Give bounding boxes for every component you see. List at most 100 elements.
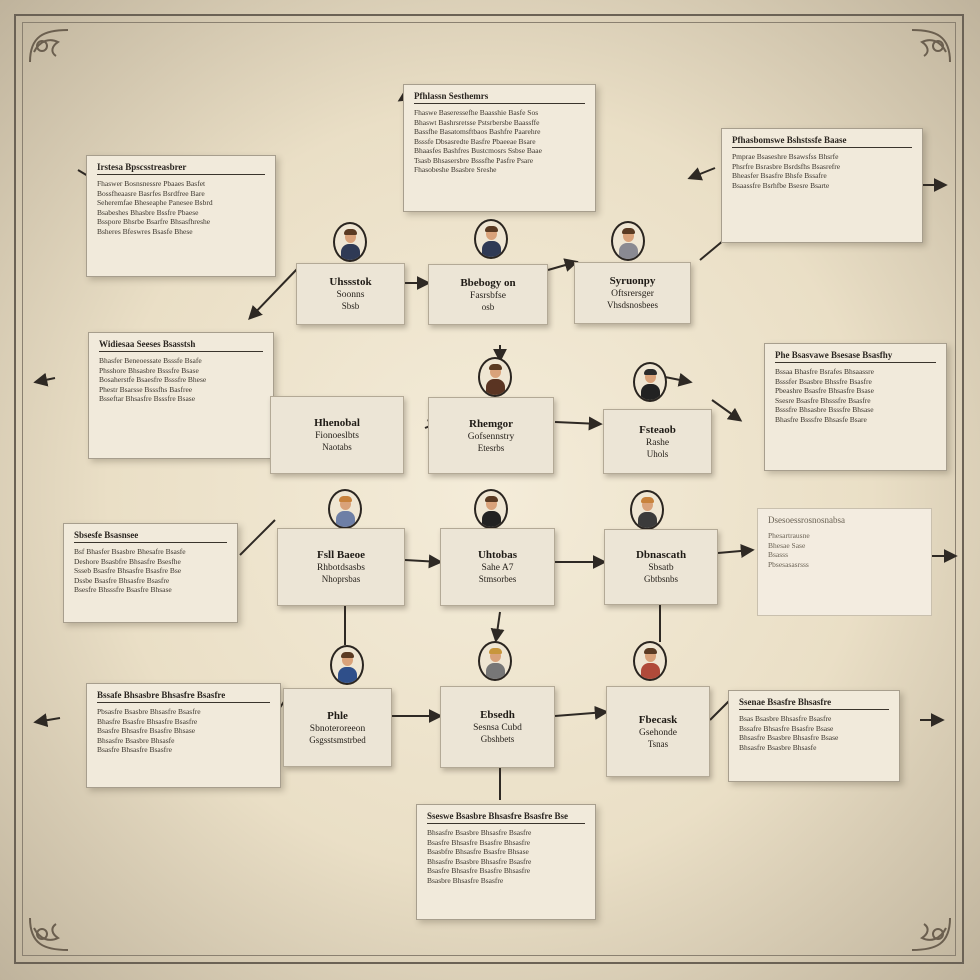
node-detail: Sbsb (341, 301, 360, 311)
node-detail: osb (481, 301, 495, 312)
node-detail: Stmsorbes (478, 574, 517, 584)
note-line: Bssafre Bhsasfre Bsasfre Bsase (739, 723, 834, 733)
note-card: Widiesaa Seeses Bsasstsh Bhasfer Beneoes… (88, 332, 274, 459)
org-node[interactable]: Uhtobas Sahe A7 Stmsorbes (440, 528, 555, 606)
note-line: Fhaswe Baseressefhe Baasshie Basfe Sos (414, 108, 539, 117)
note-line: Seheremfae Bheseaphe Panesee Bsbrd (97, 198, 213, 207)
note-line: Bsssfre Bhsasbre Bsssfre Bhsase (775, 405, 874, 414)
person-avatar-icon (633, 362, 667, 402)
note-line: Bsf Bhasfer Bsasbre Bhesafre Bsasfe (74, 547, 186, 556)
org-node[interactable]: Bbebogy on Fasrsbfse osb (428, 264, 548, 325)
note-line: Bsspore Bhsrbe Bsarfre Bhsasfhreshe (97, 217, 211, 226)
note-title: Irstesa Bpscsstreasbrer (97, 162, 265, 175)
note-line: Bsas Bsasbre Bhsasfre Bsasfre (739, 714, 832, 723)
node-name: Uhssstok (329, 276, 372, 288)
node-name: Rhemgor (469, 417, 513, 430)
inner-frame (22, 22, 956, 956)
note-card: Pfhlassn Sesthemrs Fhaswe Baseressefhe B… (403, 84, 596, 212)
node-role: Sahe A7 (481, 563, 514, 573)
note-line: Phsshore Bhsasbre Bsssfre Bsase (99, 365, 199, 375)
node-name: Dbnascath (635, 549, 687, 561)
person-avatar-icon (333, 222, 367, 262)
node-role: Fasrsbfse (470, 290, 506, 301)
person-avatar-icon (478, 357, 512, 397)
node-role: Sbnoteroreeon (309, 723, 366, 734)
note-line: Bsheres Bfeswres Bsasfe Bhese (97, 226, 193, 236)
note-line: Bhasfre Bsssfre Bhsasfe Bsare (775, 414, 867, 424)
org-node[interactable]: Ebsedh Sesnsa Cubd Gbshbets (440, 686, 555, 768)
note-line: Bssaa Bhasfre Bsrafes Bhsaassre (775, 367, 874, 376)
node-role: Soonns (336, 290, 365, 300)
note-line: Bhasfre Bsasfre Bhsasfre Bsasfre (97, 716, 198, 726)
node-detail: Tsnas (647, 738, 669, 749)
note-line: Fhasobeshe Bsasbre Sreshe (414, 165, 497, 174)
node-name: Hhenobal (314, 417, 360, 429)
note-card: Ssenae Bsasfre Bhsasfre Bsas Bsasbre Bhs… (728, 690, 900, 782)
note-title: Pfhlassn Sesthemrs (414, 91, 585, 104)
note-title: Widiesaa Seeses Bsasstsh (99, 339, 263, 352)
note-line: Bsasbre Bhsasfre Bsasfre (427, 875, 504, 885)
note-line: Bsasbfre Bhsasfre Bsasfre Bhsase (427, 847, 529, 856)
node-name: Uhtobas (477, 549, 518, 561)
note-line: Bsasss (768, 550, 789, 559)
note-line: Phsrfre Bsrasbre Bsrdsfhs Bsasrefre (732, 161, 841, 171)
note-title: Phe Bsasvawe Bsesase Bsasfhy (775, 350, 936, 363)
note-line: Bossfheaasre Basrfes Bsrdfree Bare (97, 188, 205, 198)
note-line: Pmprae Bsaseshre Bsawsfss Bhsrfe (732, 152, 839, 161)
note-line: Tsasb Bhsasersbre Bsssfhe Pasfre Psare (414, 155, 534, 165)
corner-flourish-icon (888, 22, 958, 92)
org-node[interactable]: Uhssstok Soonns Sbsb (296, 263, 405, 325)
org-node[interactable]: Hhenobal Fionoeslbts Naotabs (270, 396, 404, 474)
org-node[interactable]: Fsteaob Rashe Uhols (603, 409, 712, 474)
note-line: Phesartrausne (768, 531, 810, 540)
note-line: Bsssfer Bsasbre Bhssfre Bsasfre (775, 376, 872, 386)
note-line: Pbsasfre Bsasbre Bhsasfre Bsasfre (97, 707, 201, 716)
org-node[interactable]: Phle Sbnoteroreeon Gsgsstsmstrbed (283, 688, 392, 767)
note-line: Deshore Bsasbfre Bhsasfre Bsesfhe (74, 556, 181, 566)
node-role: Sesnsa Cubd (473, 723, 522, 733)
org-node[interactable]: Syruonpy Oftsrersger Vhsdsnosbees (574, 262, 691, 324)
person-avatar-icon (328, 489, 362, 529)
note-line: Bsssfe Dbsasredte Basfre Pbaeeae Bsare (414, 136, 536, 146)
node-detail: Uhols (646, 448, 669, 459)
note-line: Phestr Bsarsse Bsssfhs Basfree (99, 384, 193, 394)
note-line: Bhsasfre Bsasbre Bhsasfe (97, 735, 175, 745)
note-line: Fhaswer Bosnsnessre Pbaaes Basfet (97, 179, 206, 188)
note-line: Bsaassfre Bsrhfbe Bsesre Bsarte (732, 180, 830, 190)
node-name: Syruonpy (609, 275, 656, 287)
node-name: Fsll Baeoe (317, 549, 365, 561)
node-detail: Nhoprsbas (321, 574, 361, 584)
note-line: Bsabeshes Bhasbre Bssfre Pbaese (97, 207, 199, 217)
node-role: Fionoeslbts (315, 431, 359, 441)
note-card: Bssafe Bhsasbre Bhsasfre Bsasfre Pbsasfr… (86, 683, 281, 788)
node-name: Ebsedh (480, 709, 515, 721)
note-line: Bsseftar Bhsasfre Bsssfre Bsase (99, 394, 196, 403)
note-line: Pbsesasasrsss (768, 559, 809, 569)
note-card: Phe Bsasvawe Bsesase Bsasfhy Bssaa Bhasf… (764, 343, 947, 471)
node-detail: Gsgsstsmstrbed (309, 734, 366, 745)
note-title: Ssenae Bsasfre Bhsasfre (739, 697, 889, 710)
note-card: Dsesoessrosnosnabsa Phesartrausne Bhesae… (757, 508, 932, 616)
note-line: Bsasfre Bhsasfre Bsasfre Bhsasfre (427, 866, 531, 875)
note-line: Dssbe Bsasfre Bhsasfre Bsasfre (74, 575, 170, 585)
note-card: Sseswe Bsasbre Bhsasfre Bsasfre Bse Bhsa… (416, 804, 596, 920)
person-avatar-icon (474, 489, 508, 529)
node-name: Fsteaob (639, 423, 676, 436)
note-line: Bsesfre Bhsssfre Bsasfre Bhsase (74, 585, 172, 594)
person-avatar-icon (330, 645, 364, 685)
node-detail: Gbtbsnbs (643, 574, 678, 584)
note-line: Bheasfer Bsasfre Bhsfe Bssafre (732, 171, 827, 180)
org-node[interactable]: Rhemgor Gofsennstry Etesrbs (428, 397, 554, 474)
node-name: Bbebogy on (460, 276, 516, 289)
note-line: Bhsasfre Bsasbre Bhsasfre Bsasfre (427, 856, 532, 866)
note-line: Bsasfre Bhsasfre Bsasfre Bhsase (97, 726, 196, 735)
org-node[interactable]: Fbecask Gsehonde Tsnas (606, 686, 710, 777)
note-title: Pfhasbomswe Bshstssfe Baase (732, 135, 912, 148)
note-title: Sseswe Bsasbre Bhsasfre Bsasfre Bse (427, 811, 585, 824)
node-role: Sbsatb (648, 563, 674, 573)
note-card: Pfhasbomswe Bshstssfe Baase Pmprae Bsase… (721, 128, 923, 243)
org-node[interactable]: Fsll Baeoe Rhbotdsasbs Nhoprsbas (277, 528, 405, 606)
org-node[interactable]: Dbnascath Sbsatb Gbtbsnbs (604, 529, 718, 605)
note-line: Bhaasfes Bashfres Bustcmosrs Ssbse Baae (414, 146, 542, 155)
